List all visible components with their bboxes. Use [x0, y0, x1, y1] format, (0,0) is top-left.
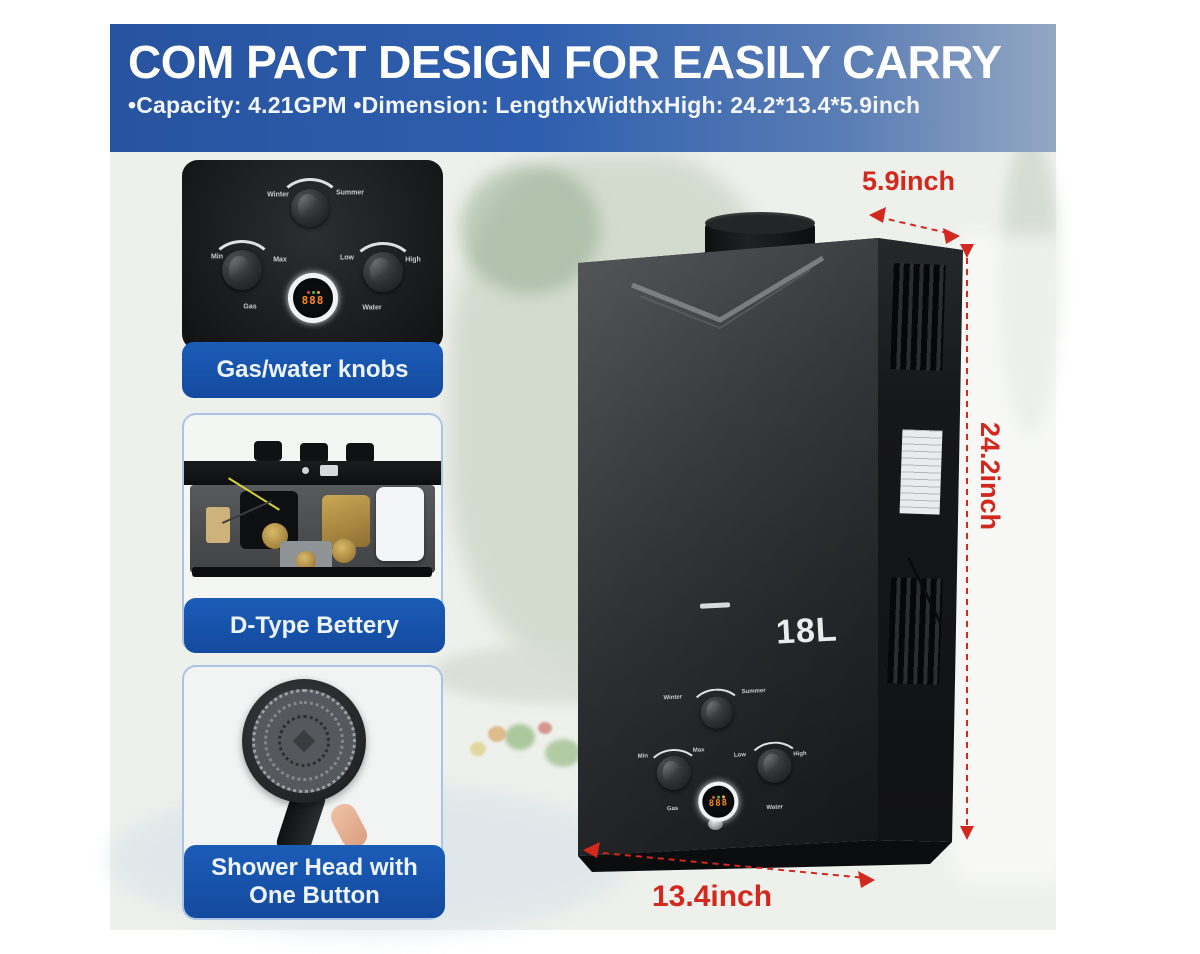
min-label: Min — [637, 753, 649, 760]
led-display: 888 — [697, 780, 740, 823]
led-status-dots — [306, 290, 320, 294]
side-vent-bottom — [887, 577, 943, 685]
gas-label: Gas — [243, 303, 257, 311]
feature-card-knobs: Winter Summer Min Max Low High Gas Water… — [182, 160, 443, 398]
winter-label: Winter — [663, 694, 683, 702]
capacitor — [206, 507, 230, 543]
feature-card-shower: Shower Head with One Button — [182, 665, 445, 920]
width-dimension-label: 13.4inch — [652, 880, 773, 913]
chassis-bar — [184, 461, 441, 485]
chevron-highlight — [631, 255, 825, 330]
background-blob — [470, 742, 486, 756]
knob-arc — [210, 240, 274, 292]
spec-label — [894, 423, 948, 521]
max-label: Max — [692, 747, 705, 754]
low-label: Low — [340, 254, 354, 262]
flue-rim — [705, 212, 815, 234]
knob-back — [254, 441, 282, 461]
feature-label-battery: D-Type Bettery — [184, 598, 445, 653]
knob-back — [300, 443, 328, 463]
high-label: High — [793, 750, 807, 758]
control-cluster: Winter Summer Min Max Low High Gas Water… — [626, 677, 834, 837]
water-label: Water — [362, 304, 382, 312]
gas-knob — [222, 250, 262, 290]
feature-card-battery: D-Type Bettery — [182, 413, 445, 653]
background-blob — [545, 739, 581, 767]
background-blob — [505, 724, 535, 750]
base-rail — [192, 567, 432, 577]
chassis-port — [320, 465, 338, 476]
led-digits: 888 — [301, 293, 325, 307]
height-dimension-label: 24.2inch — [975, 422, 1005, 531]
background-blob — [488, 726, 506, 742]
brass-fitting — [296, 551, 316, 571]
brass-assembly — [322, 495, 370, 547]
feature-label-shower: Shower Head with One Button — [184, 845, 445, 918]
banner: COM PACT DESIGN FOR EASILY CARRY •Capaci… — [110, 24, 1056, 152]
summer-label: Summer — [741, 688, 766, 696]
feature-label-knobs: Gas/water knobs — [182, 342, 443, 398]
max-label: Max — [273, 256, 287, 264]
led-display: 888 — [288, 273, 338, 323]
feature-label-text: D-Type Bettery — [230, 611, 399, 639]
banner-title: COM PACT DESIGN FOR EASILY CARRY — [128, 36, 1002, 88]
water-label: Water — [766, 804, 784, 812]
shower-nozzle-ring — [264, 701, 344, 781]
side-vent-top — [890, 263, 946, 371]
brass-fitting — [332, 539, 356, 563]
water-heater: 18L Winter Summer Min Max Low High Gas W… — [570, 212, 970, 882]
gas-label: Gas — [666, 805, 679, 813]
battery-box — [376, 487, 424, 561]
volume-label: 18L — [775, 610, 839, 652]
chassis-screw — [302, 467, 309, 474]
shower-nozzle-ring — [278, 715, 330, 767]
background-blob — [460, 164, 600, 294]
feature-label-text-line1: Shower Head with — [211, 853, 418, 881]
knob-arc — [351, 242, 415, 294]
banner-subtitle: •Capacity: 4.21GPM •Dimension: LengthxWi… — [128, 92, 921, 119]
winter-label: Winter — [267, 191, 289, 199]
heater-front-face — [578, 238, 878, 856]
knob-arc — [278, 178, 342, 230]
water-knob — [363, 252, 403, 292]
feature-label-text-line2: One Button — [249, 881, 380, 909]
background-blob — [538, 722, 552, 734]
winter-summer-knob — [291, 189, 329, 227]
background-blob — [950, 234, 1070, 884]
summer-label: Summer — [335, 189, 365, 197]
knob-back — [346, 443, 374, 463]
feature-label-text: Gas/water knobs — [216, 356, 409, 383]
min-label: Min — [210, 253, 224, 261]
knob-panel-image: Winter Summer Min Max Low High Gas Water… — [182, 160, 443, 350]
battery-internals-image — [184, 415, 441, 651]
led-digits: 888 — [708, 797, 729, 809]
depth-dimension-label: 5.9inch — [862, 166, 956, 196]
low-label: Low — [733, 752, 747, 759]
high-label: High — [405, 256, 421, 264]
